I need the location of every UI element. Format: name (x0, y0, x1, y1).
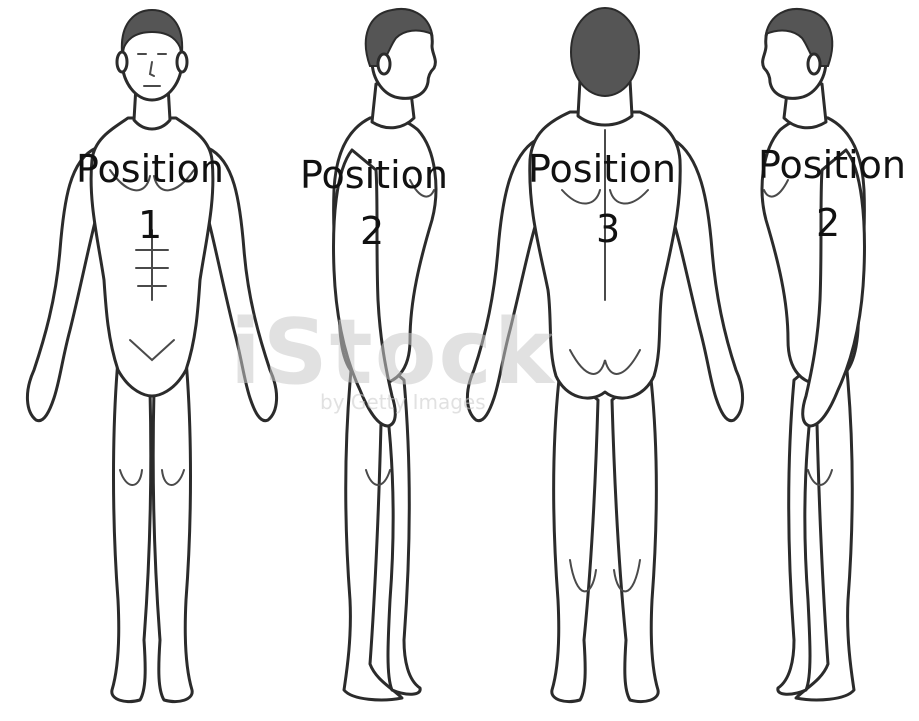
position-label-2-title: Position (300, 156, 448, 194)
figure-side-right (334, 9, 436, 700)
position-label-1-number: 1 (138, 206, 162, 244)
position-label-2-number: 2 (360, 212, 384, 250)
position-label-4-number: 2 (816, 204, 840, 242)
figure-side-left (762, 9, 864, 700)
figure-back (467, 8, 742, 702)
position-label-4-title: Position (758, 146, 906, 184)
position-label-1-title: Position (76, 150, 224, 188)
position-label-3-title: Position (528, 150, 676, 188)
position-label-3-number: 3 (596, 210, 620, 248)
figure-front (27, 10, 276, 702)
